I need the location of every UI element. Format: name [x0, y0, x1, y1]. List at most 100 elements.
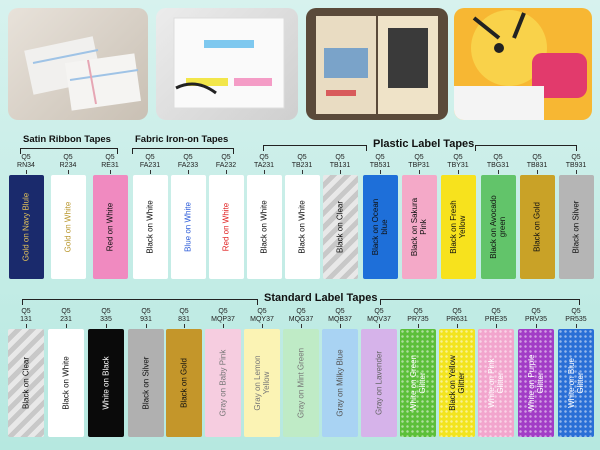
tape-series: Q5 — [259, 154, 269, 161]
tape-series: Q5 — [335, 154, 345, 161]
tape-code: 831 — [178, 316, 190, 323]
standard-label-title: Standard Label Tapes — [264, 292, 378, 304]
tape-label: Gold on Navy Blule — [21, 192, 31, 262]
tape-swatch: Black on Sakura Pink — [401, 175, 437, 279]
tape-connector — [261, 324, 263, 328]
tape-connector — [300, 324, 302, 328]
tape-code: TB931 — [565, 162, 587, 169]
tape-label: Black on Silver — [571, 200, 581, 254]
tape-series: Q5 — [493, 154, 503, 161]
standard-bracket-left — [22, 299, 258, 305]
tape-series: Q5 — [374, 308, 384, 315]
tape-code: TBG31 — [486, 162, 510, 169]
tape-code: 335 — [100, 316, 112, 323]
tape-swatch: Black on Avocado green — [480, 175, 516, 279]
tape-connector — [339, 170, 341, 174]
tape-swatch: Gray on Mint Green — [283, 329, 319, 437]
tape-label: Black on Clear — [335, 200, 345, 254]
tape-code: PRE35 — [484, 316, 508, 323]
tape-connector — [495, 324, 497, 328]
tape-label: Black on Gold — [179, 358, 189, 408]
tape-code: FA231 — [139, 162, 161, 169]
tape-label: White on Purple Glitter — [527, 354, 545, 412]
tape-connector — [418, 170, 420, 174]
tape-connector — [575, 170, 577, 174]
tape-label: Black on Gold — [532, 202, 542, 252]
tape-code: 131 — [20, 316, 32, 323]
tape-series: Q5 — [179, 308, 189, 315]
tape-series: Q5 — [221, 154, 231, 161]
tape-series: Q5 — [453, 154, 463, 161]
tape-swatch: Black on Gold — [166, 329, 202, 437]
tape-code: TB831 — [526, 162, 548, 169]
tape-swatch: Black on Fresh Yellow — [440, 175, 476, 279]
tape-code: RN34 — [17, 162, 35, 169]
tape-code: MQY37 — [250, 316, 274, 323]
satin-bracket — [20, 148, 118, 154]
tape-code: TBP31 — [408, 162, 430, 169]
tape-label: Black on Sakura Pink — [410, 197, 428, 257]
plastic-bracket-right — [475, 145, 577, 151]
tape-connector — [457, 170, 459, 174]
tape-label: Red on White — [105, 202, 115, 252]
tape-swatch: White on Purple Glitter — [518, 329, 554, 437]
fabric-iron-title: Fabric Iron-on Tapes — [135, 134, 229, 145]
tape-swatch: Black on White — [246, 175, 282, 279]
photo-organizer-box — [156, 8, 298, 120]
tape-label: Black on Avocado green — [489, 195, 507, 259]
tape-code: MQP37 — [211, 316, 235, 323]
tape-series: Q5 — [413, 308, 423, 315]
tape-swatch: Black on White — [48, 329, 84, 437]
tape-label: Black on Silver — [141, 356, 151, 410]
tape-series: Q5 — [101, 308, 111, 315]
tape-swatch: Black on Ocean blue — [362, 175, 398, 279]
tape-connector — [183, 324, 185, 328]
tape-code: TB231 — [291, 162, 313, 169]
tape-connector — [535, 324, 537, 328]
tape-connector — [456, 324, 458, 328]
tape-code: FA233 — [177, 162, 199, 169]
journal-illustration — [316, 16, 438, 114]
tape-code: MQV37 — [367, 316, 391, 323]
tape-code: TA231 — [253, 162, 275, 169]
tape-code: FA232 — [215, 162, 237, 169]
tape-label: Black on Yellow Glitter — [448, 355, 466, 411]
tape-swatch: Black on Silver — [128, 329, 164, 437]
tape-code: PR535 — [565, 316, 587, 323]
tape-series: Q5 — [145, 154, 155, 161]
tape-series: Q5 — [531, 308, 541, 315]
tape-swatch: White on Blue Glitter — [558, 329, 594, 437]
tape-code: TBY31 — [447, 162, 469, 169]
tape-swatch: Black on Clear — [8, 329, 44, 437]
tape-series: Q5 — [297, 154, 307, 161]
tape-series: Q5 — [257, 308, 267, 315]
tape-connector — [225, 170, 227, 174]
tape-series: Q5 — [141, 308, 151, 315]
tape-series: Q5 — [491, 308, 501, 315]
tape-label: Black on Clear — [21, 356, 31, 410]
tape-code: R234 — [59, 162, 77, 169]
tape-swatch: White on Green Glitter — [400, 329, 436, 437]
tape-connector — [25, 170, 27, 174]
photo-printer-tiger — [454, 8, 592, 120]
tape-label: Gold on White — [63, 201, 73, 253]
tape-label: White on Pink Glitter — [487, 358, 505, 408]
tape-swatch: Gray on Lemon Yellow — [244, 329, 280, 437]
